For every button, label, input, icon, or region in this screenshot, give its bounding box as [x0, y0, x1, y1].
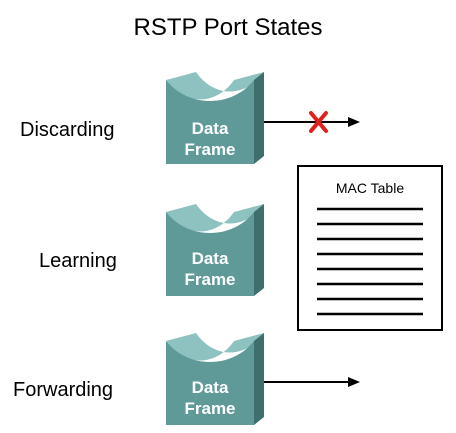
state-label-discarding: Discarding: [20, 119, 115, 141]
mac-table-box: [297, 165, 443, 331]
data-frame-forwarding: [166, 333, 264, 425]
state-label-learning: Learning: [39, 250, 117, 272]
blocked-x-icon: [309, 111, 328, 133]
frame-side-face: [254, 333, 264, 425]
diagram-title: RSTP Port States: [133, 14, 323, 41]
frame-text-line2: Frame: [184, 140, 236, 159]
frame-top-face: [166, 72, 264, 100]
frame-top-face: [166, 204, 264, 232]
frame-text-discarding: Data Frame: [166, 118, 254, 160]
data-frame-discarding: [166, 72, 264, 164]
frame-front-face: [166, 80, 254, 164]
frame-front-face: [166, 341, 254, 425]
mac-table-title: MAC Table: [335, 180, 405, 196]
data-frame-learning: [166, 204, 264, 296]
state-label-forwarding: Forwarding: [13, 379, 114, 401]
frame-side-face: [254, 72, 264, 164]
discarding-arrow-head: [348, 117, 360, 127]
mac-table-lines: [317, 207, 423, 316]
frame-text-line1: Data: [191, 378, 229, 397]
frame-top-face: [166, 333, 264, 361]
frame-side-face: [254, 204, 264, 296]
frame-text-line1: Data: [191, 119, 229, 138]
frame-text-line1: Data: [191, 249, 229, 268]
frame-text-forwarding: Data Frame: [166, 377, 254, 419]
frame-text-line2: Frame: [184, 399, 236, 418]
frame-text-learning: Data Frame: [166, 248, 254, 290]
frame-text-line2: Frame: [184, 270, 236, 289]
forwarding-arrow-head: [348, 377, 360, 387]
frame-front-face: [166, 212, 254, 296]
